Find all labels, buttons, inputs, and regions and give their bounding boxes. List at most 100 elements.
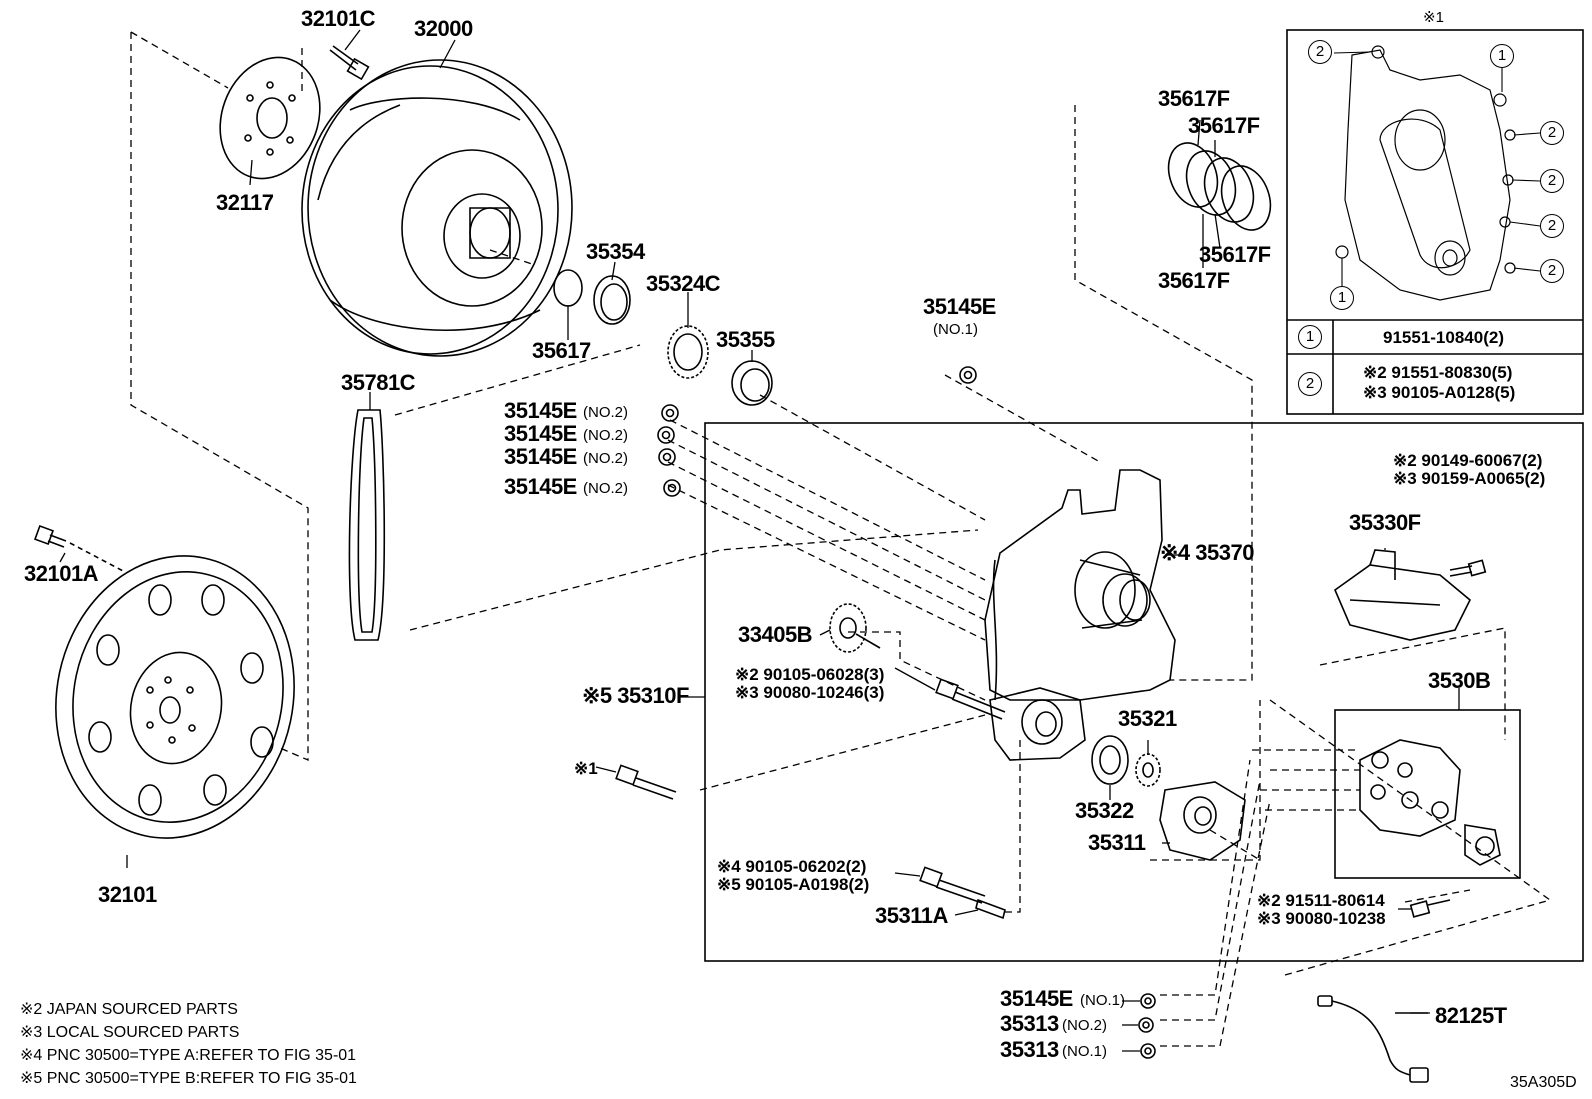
ring-35354: [593, 275, 631, 325]
gear-33405B: [829, 603, 881, 653]
pump-35311: [1159, 781, 1246, 861]
table-key-1: 1: [1298, 325, 1322, 349]
partno-bolt-upper-3[interactable]: ※3 90080-10246(3): [735, 683, 885, 702]
seal-rings-35617F: [1167, 142, 1272, 231]
callout-2: 2: [1540, 259, 1564, 283]
bolt-upper: [935, 678, 1006, 720]
gear-35324C: [667, 325, 709, 379]
label-no2-a: (NO.2): [583, 404, 628, 421]
label-32117[interactable]: 32117: [216, 190, 274, 215]
table-value-2b[interactable]: ※3 90105-A0128(5): [1363, 383, 1516, 402]
label-no2-d: (NO.2): [583, 480, 628, 497]
bushing-35355: [731, 360, 773, 406]
small-nuts-lower: [1138, 993, 1156, 1059]
figure-code: 35A305D: [1510, 1074, 1577, 1091]
label-35370[interactable]: ※4 35370: [1160, 540, 1254, 565]
note-japan-sourced: ※2 JAPAN SOURCED PARTS: [20, 1001, 238, 1018]
label-3530B[interactable]: 3530B: [1428, 668, 1491, 693]
bolt-32101C: [329, 45, 370, 81]
harness-82125T: [1317, 995, 1429, 1083]
partno-bolt-lower-5[interactable]: ※5 90105-A0198(2): [717, 875, 870, 894]
partno-solenoid-bolt-3[interactable]: ※3 90080-10238: [1257, 909, 1386, 928]
label-35313-no2[interactable]: 35313: [1000, 1011, 1059, 1036]
label-no1-bottom: (NO.1): [1080, 992, 1125, 1009]
label-no2-c: (NO.2): [583, 450, 628, 467]
label-35145E-a[interactable]: 35145E: [504, 398, 577, 423]
label-35145E-d[interactable]: 35145E: [504, 474, 577, 499]
label-no2-bottom: (NO.2): [1062, 1017, 1107, 1034]
label-no1-bottom-2: (NO.1): [1062, 1043, 1107, 1060]
label-82125T[interactable]: 82125T: [1435, 1003, 1507, 1028]
note-local-sourced: ※3 LOCAL SOURCED PARTS: [20, 1024, 240, 1041]
label-35617F-4[interactable]: 35617F: [1158, 268, 1230, 293]
label-35355[interactable]: 35355: [716, 327, 775, 352]
label-no2-b: (NO.2): [583, 427, 628, 444]
callout-2: 2: [1540, 214, 1564, 238]
valve-body-3530B: [1359, 739, 1461, 837]
inset-drawing: [1335, 45, 1516, 301]
partno-solenoid-bolt-2[interactable]: ※2 91511-80614: [1257, 891, 1385, 910]
label-33405B[interactable]: 33405B: [738, 622, 813, 647]
label-35313-no1[interactable]: 35313: [1000, 1037, 1059, 1062]
chain-35781C: [348, 409, 386, 641]
inset-title: ※1: [1423, 9, 1444, 26]
bolt-32101A: [34, 525, 126, 573]
bolt-lower: [919, 866, 986, 904]
label-32101[interactable]: 32101: [98, 882, 157, 907]
partno-valve-bolt-2[interactable]: ※2 90149-60067(2): [1393, 451, 1543, 470]
table-value-2a[interactable]: ※2 91551-80830(5): [1363, 363, 1513, 382]
label-35617F-3[interactable]: 35617F: [1199, 242, 1271, 267]
o-ring-35617: [553, 269, 583, 307]
solenoid: [1464, 824, 1501, 866]
label-35617F-2[interactable]: 35617F: [1188, 113, 1260, 138]
label-35324C[interactable]: 35324C: [646, 271, 721, 296]
label-35145E-top[interactable]: 35145E: [923, 294, 996, 319]
label-35354[interactable]: 35354: [586, 239, 645, 264]
table-key-2: 2: [1298, 372, 1322, 396]
partno-valve-bolt-3[interactable]: ※3 90159-A0065(2): [1393, 469, 1546, 488]
table-value-1[interactable]: 91551-10840(2): [1383, 328, 1504, 347]
label-35617F-1[interactable]: 35617F: [1158, 86, 1230, 111]
flywheel-32101: [55, 555, 295, 839]
drive-plate-32117: [219, 56, 321, 180]
label-35311[interactable]: 35311: [1088, 830, 1146, 855]
bolt-valve: [1449, 559, 1487, 577]
nuts-35145E: [657, 366, 977, 497]
bolt-solenoid: [1409, 899, 1451, 918]
callout-1: 1: [1330, 286, 1354, 310]
gear-35321: [1135, 753, 1161, 787]
strainer-35330F: [1334, 549, 1471, 641]
label-32101A[interactable]: 32101A: [24, 561, 99, 586]
torque-converter-32000: [301, 59, 573, 357]
label-32000[interactable]: 32000: [414, 16, 473, 41]
note-type-b: ※5 PNC 30500=TYPE B:REFER TO FIG 35-01: [20, 1070, 357, 1087]
partno-bolt-lower-4[interactable]: ※4 90105-06202(2): [717, 857, 867, 876]
partno-bolt-upper-2[interactable]: ※2 90105-06028(3): [735, 665, 885, 684]
assembly-frame: [704, 422, 1584, 962]
inset-frame: [1286, 29, 1584, 415]
label-35145E-c[interactable]: 35145E: [504, 444, 577, 469]
label-35330F[interactable]: 35330F: [1349, 510, 1421, 535]
label-35617[interactable]: 35617: [532, 338, 591, 363]
bolt-s1: [615, 764, 677, 800]
label-35781C[interactable]: 35781C: [341, 370, 416, 395]
label-35322[interactable]: 35322: [1075, 798, 1134, 823]
label-35311A[interactable]: 35311A: [875, 903, 948, 928]
label-35321[interactable]: 35321: [1118, 706, 1177, 731]
label-35145E-b[interactable]: 35145E: [504, 421, 577, 446]
pump-body-35310F: [989, 559, 1086, 761]
callout-2: 2: [1308, 40, 1332, 64]
callout-1: 1: [1490, 44, 1514, 68]
label-32101C[interactable]: 32101C: [301, 6, 376, 31]
label-35145E-bottom[interactable]: 35145E: [1000, 986, 1073, 1011]
label-35310F[interactable]: ※5 35310F: [582, 683, 689, 708]
callout-2: 2: [1540, 169, 1564, 193]
pump-cover-35370: [984, 469, 1176, 701]
pin-35311A: [975, 898, 1006, 920]
note-type-a: ※4 PNC 30500=TYPE A:REFER TO FIG 35-01: [20, 1047, 357, 1064]
gear-35322: [1091, 735, 1129, 785]
label-no1-top: (NO.1): [933, 321, 978, 338]
label-s1-bolt[interactable]: ※1: [574, 759, 598, 778]
